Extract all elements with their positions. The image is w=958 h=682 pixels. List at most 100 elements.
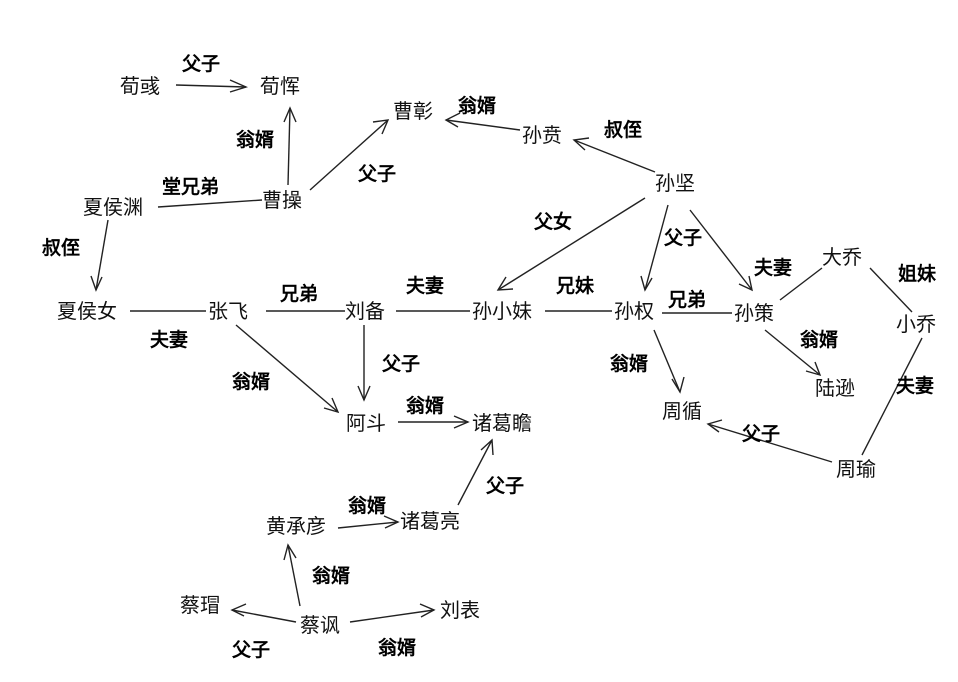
arrowhead xyxy=(480,438,494,456)
arrowhead xyxy=(738,275,753,292)
edge-sunjian-sunce xyxy=(689,209,753,291)
relation-label: 翁婿 xyxy=(236,128,275,151)
relation-label: 姐妹 xyxy=(898,262,937,285)
edge-caocao-caozhang xyxy=(309,119,389,191)
nodes: 荀彧 荀恽 曹彰 孙贲 曹操 孙坚 夏侯渊 夏侯女 张飞 刘备 孙小妹 孙权 孙… xyxy=(57,74,936,637)
relation-label: 夫妻 xyxy=(754,256,792,279)
edge-sunce-daqiao xyxy=(779,267,823,301)
node-zhugeliang: 诸葛亮 xyxy=(400,509,460,533)
node-huangchengyan: 黄承彦 xyxy=(266,514,326,538)
node-daqiao: 大乔 xyxy=(822,245,862,269)
node-caozhang: 曹彰 xyxy=(393,99,433,123)
relation-label: 父子 xyxy=(381,353,420,375)
edge-caifeng-caimao xyxy=(231,609,297,623)
relation-label: 父子 xyxy=(485,475,524,497)
arrowhead xyxy=(283,106,297,123)
edge-caocao-xunyun xyxy=(287,107,291,186)
relation-label: 夫妻 xyxy=(896,374,934,397)
relation-label: 翁婿 xyxy=(800,328,839,351)
arrowhead xyxy=(805,361,822,377)
node-zhugezhan: 诸葛瞻 xyxy=(472,411,532,435)
node-caocao: 曹操 xyxy=(262,188,302,212)
node-caimao: 蔡瑁 xyxy=(180,593,220,617)
node-xunyun: 荀恽 xyxy=(260,74,300,98)
edge-daqiao-xiaoqiao xyxy=(869,267,913,313)
relation-label: 兄弟 xyxy=(279,282,318,305)
edge-zhugeliang-zhugezhan xyxy=(457,439,493,506)
relation-label: 翁婿 xyxy=(458,94,497,117)
node-sunxiaomei: 孙小妹 xyxy=(472,299,532,323)
relation-label: 父子 xyxy=(663,227,702,249)
node-adou: 阿斗 xyxy=(346,411,386,435)
relation-label: 叔侄 xyxy=(42,236,80,259)
relation-label: 夫妻 xyxy=(406,274,444,297)
edge-zhouyu-zhouxun xyxy=(707,423,833,463)
edge-xiahouyuan-xiahounv xyxy=(95,219,109,291)
node-liubei: 刘备 xyxy=(345,299,385,323)
arrowhead xyxy=(230,603,247,617)
edge-xunyu-xunyun xyxy=(175,84,247,88)
arrowhead xyxy=(706,419,723,433)
relation-label: 翁婿 xyxy=(610,352,649,375)
edge-sunjian-sunben xyxy=(573,139,656,173)
relation-label: 翁婿 xyxy=(232,370,271,393)
edges xyxy=(90,79,923,623)
node-xiaoqiao: 小乔 xyxy=(896,312,936,336)
relation-label: 兄弟 xyxy=(667,288,706,311)
node-zhouxun: 周循 xyxy=(662,399,702,423)
edge-zhangfei-adou xyxy=(235,324,339,413)
relation-label: 父女 xyxy=(533,210,572,233)
relation-labels: 父子 翁婿 父子 翁婿 叔侄 堂兄弟 叔侄 夫妻 兄弟 夫妻 父女 兄妹 父子 … xyxy=(42,53,937,661)
relation-label: 兄妹 xyxy=(555,275,595,297)
relation-label: 父子 xyxy=(357,163,396,185)
node-liubiao: 刘表 xyxy=(440,598,480,622)
relation-label: 夫妻 xyxy=(150,328,188,351)
node-sunquan: 孙权 xyxy=(614,299,654,323)
node-caifeng: 蔡讽 xyxy=(300,613,340,637)
node-zhangfei: 张飞 xyxy=(208,299,248,323)
edge-xiaoqiao-zhouyu xyxy=(861,337,923,456)
relation-label: 翁婿 xyxy=(312,564,351,587)
node-xiahouyuan: 夏侯渊 xyxy=(83,195,143,219)
arrowhead xyxy=(283,543,297,561)
node-xunyu: 荀彧 xyxy=(120,74,160,98)
relation-label: 父子 xyxy=(231,639,270,661)
edge-sunben-caozhang xyxy=(445,119,521,131)
node-luxun: 陆逊 xyxy=(815,376,855,400)
relation-label: 翁婿 xyxy=(406,394,445,417)
edge-sunquan-zhouxun xyxy=(653,329,681,393)
arrowhead xyxy=(90,275,103,292)
node-xiahounv: 夏侯女 xyxy=(57,299,117,323)
relation-label: 翁婿 xyxy=(348,494,387,517)
edge-caifeng-liubiao xyxy=(349,609,435,623)
arrowhead xyxy=(383,515,400,529)
arrowhead xyxy=(419,603,436,618)
edge-xiahouyuan-caocao xyxy=(157,199,263,208)
relation-label: 父子 xyxy=(741,423,780,445)
edge-sunce-luxun xyxy=(764,329,821,376)
edge-huangchengyan-zhugeliang xyxy=(337,521,399,529)
relation-label: 叔侄 xyxy=(604,118,642,141)
arrowhead xyxy=(357,385,371,402)
relation-label: 父子 xyxy=(181,53,220,75)
node-sunjian: 孙坚 xyxy=(655,171,695,195)
node-sunben: 孙贲 xyxy=(522,123,562,147)
arrowhead xyxy=(640,275,653,292)
relation-label: 翁婿 xyxy=(378,636,417,659)
arrowhead xyxy=(453,415,470,429)
arrowhead xyxy=(229,79,248,93)
arrowhead xyxy=(323,397,340,414)
arrowhead xyxy=(372,119,390,135)
node-zhouyu: 周瑜 xyxy=(836,457,876,481)
arrowhead xyxy=(496,276,514,291)
node-sunce: 孙策 xyxy=(734,301,774,325)
edge-sunjian-sunquan xyxy=(644,204,669,291)
edge-sunjian-sunxiaomei xyxy=(497,197,646,291)
edge-caifeng-huangchengyan xyxy=(287,544,301,607)
arrowhead xyxy=(671,376,685,394)
relation-label: 堂兄弟 xyxy=(162,175,219,198)
arrowhead xyxy=(444,112,461,128)
arrowhead xyxy=(572,137,590,151)
